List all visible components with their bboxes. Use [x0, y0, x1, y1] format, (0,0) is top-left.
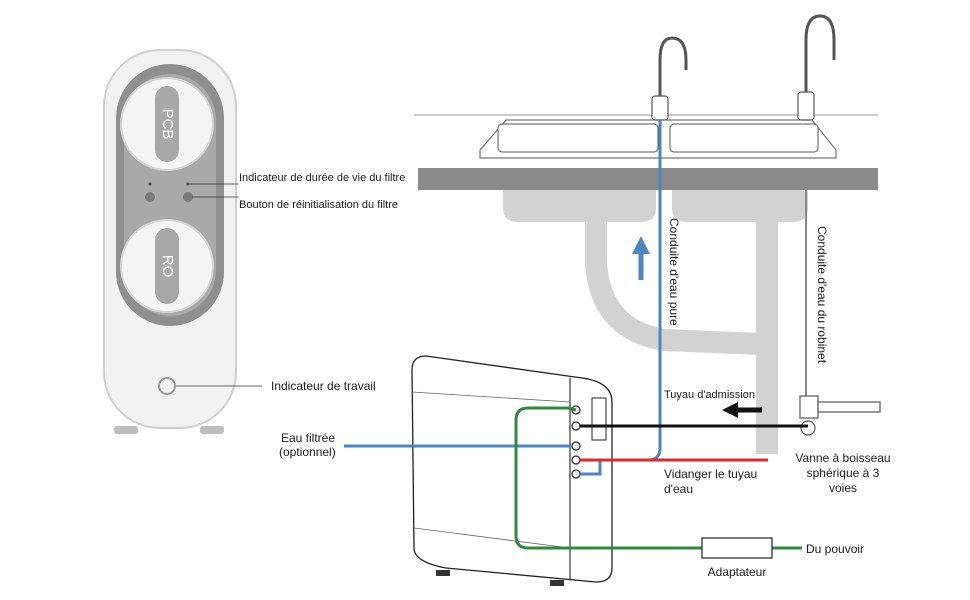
- filter-life-indicator: [186, 182, 190, 186]
- sink-left-basin: [497, 123, 659, 153]
- valve-label-1: Vanne à boisseau: [795, 451, 890, 465]
- drain-label-1: Vidanger le tuyau: [664, 467, 757, 481]
- drain-trap-pipe: [585, 222, 761, 355]
- inlet-arrow-head: [722, 402, 738, 418]
- work-indicator-label: Indicateur de travail: [271, 379, 376, 393]
- ro-unit-body: [411, 355, 613, 583]
- valve-outlet: [800, 420, 816, 436]
- tap-water-faucet[interactable]: [804, 14, 836, 118]
- ro-unit-side-view: [411, 355, 613, 586]
- purifier-foot-right: [200, 426, 224, 434]
- pcb-cap-label: PCB: [159, 109, 176, 140]
- port-3[interactable]: [571, 441, 581, 451]
- filtered-water-label-1: Eau filtrée: [281, 431, 335, 445]
- work-indicator: [158, 377, 176, 395]
- power-adapter[interactable]: [701, 537, 773, 559]
- tap-faucet-base: [797, 91, 815, 121]
- indicator-dot: [148, 182, 152, 186]
- purifier-foot-left: [114, 426, 138, 434]
- ro-unit-edge: [411, 391, 571, 403]
- port-4[interactable]: [571, 455, 581, 465]
- ro-cap-label: RO: [159, 255, 176, 278]
- valve-handle: [817, 401, 881, 413]
- three-way-ball-valve[interactable]: [799, 395, 881, 436]
- filtered-water-label-2: (optionnel): [279, 445, 336, 459]
- ro-unit-edge-bottom: [413, 527, 571, 549]
- main-drain-pipe: [756, 222, 778, 454]
- sink-right-basin: [669, 123, 819, 153]
- pure-water-faucet[interactable]: [658, 36, 688, 118]
- power-label: Du pouvoir: [806, 542, 864, 556]
- pure-water-arrow-head: [632, 236, 650, 254]
- ro-foot-right: [550, 580, 564, 586]
- filter-life-label: Indicateur de durée de vie du filtre: [239, 172, 405, 184]
- ro-unit-display: [591, 397, 607, 441]
- tap-water-line-label: Conduite d'eau du robinet: [815, 226, 829, 364]
- filter-reset-button[interactable]: [183, 192, 193, 202]
- sink-bowl-right-under: [672, 190, 808, 222]
- drain-label-2: d'eau: [664, 482, 693, 496]
- port-2[interactable]: [571, 421, 581, 431]
- valve-label-2: sphérique à 3: [807, 466, 880, 480]
- adapter-label: Adaptateur: [708, 565, 767, 579]
- pure-water-line-label: Conduite d'eau pure: [667, 218, 681, 326]
- sink-bowl-left-under: [503, 190, 656, 222]
- pure-faucet-base: [651, 95, 669, 121]
- pcb-cap-grip: [155, 86, 179, 162]
- ro-foot-left: [436, 570, 450, 576]
- valve-label-3: voies: [829, 481, 857, 495]
- inlet-pipe-label: Tuyau d'admission: [664, 389, 755, 401]
- filter-reset-label: Bouton de réinitialisation du filtre: [239, 199, 398, 211]
- countertop: [418, 168, 878, 190]
- port-5[interactable]: [571, 469, 581, 479]
- ro-cap-grip: [155, 228, 179, 304]
- power-cable: [514, 406, 702, 550]
- valve-body: [799, 395, 819, 419]
- purifier-front-view: PCB RO: [103, 49, 237, 434]
- reset-button-left[interactable]: [145, 192, 155, 202]
